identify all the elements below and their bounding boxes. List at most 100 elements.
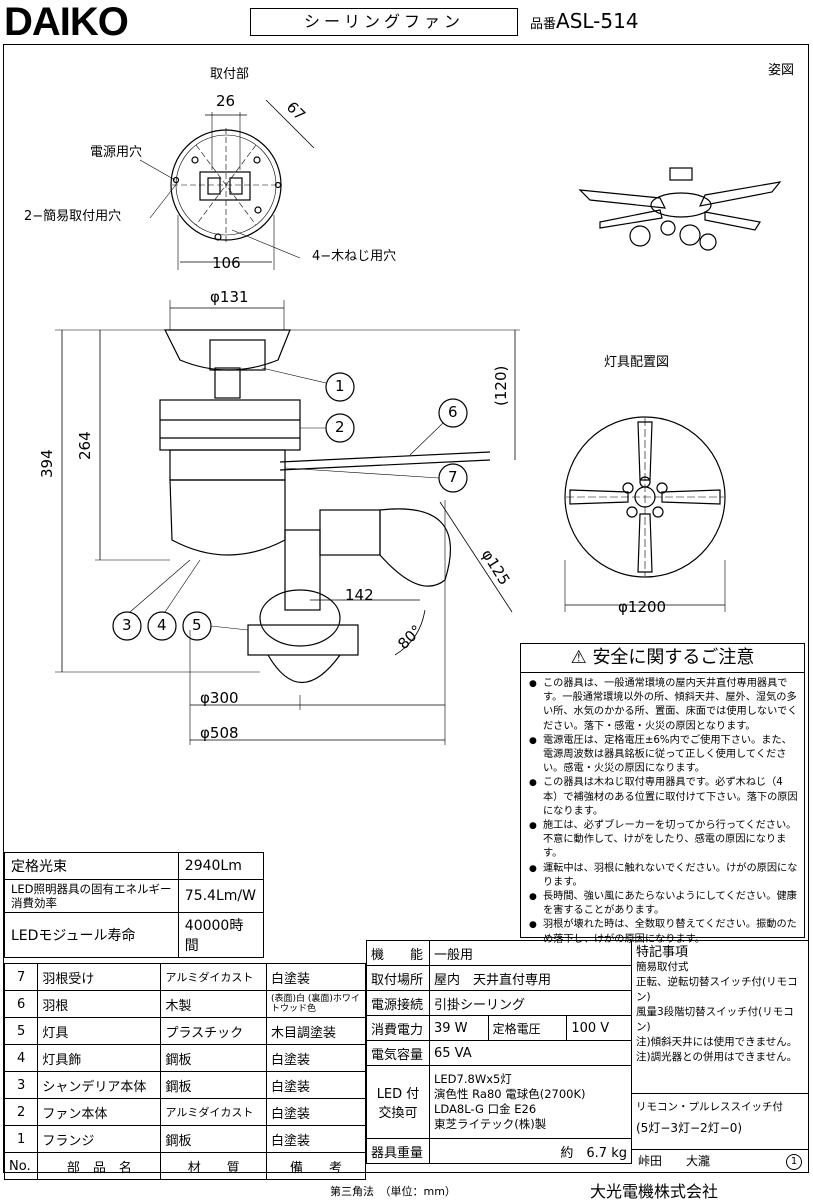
location-label: 取付場所: [366, 965, 430, 991]
dim-106: 106: [212, 254, 241, 272]
product-type: シーリングファン: [250, 8, 518, 36]
note-line: 正転、逆転切替スイッチ付(リモコン): [636, 976, 798, 1003]
model-code: ASL-514: [556, 9, 639, 33]
spec-value: 75.4Lm/W: [177, 879, 265, 913]
safety-item: 長時間、強い風にあたらないようにしてください。健康を害することがあります。: [529, 890, 798, 918]
table-row: 電源接続引掛シーリング: [366, 990, 632, 1016]
led-line: LDA8L-G 口金 E26: [434, 1102, 537, 1116]
signoff-row: 峠田 大瀧 1: [632, 1149, 808, 1174]
top-view: [139, 99, 315, 270]
dim-508: φ508: [200, 724, 239, 742]
header-finish: 備 考: [266, 1152, 366, 1180]
layout-label: 灯具配置図: [604, 355, 670, 370]
part-finish: 白塗装: [266, 1071, 366, 1099]
dim-394: 394: [38, 449, 56, 478]
led-line: 東芝ライテック(株)製: [434, 1117, 547, 1131]
dim-142: 142: [345, 586, 374, 604]
part-name: 羽根: [37, 990, 162, 1018]
side-view: [55, 300, 520, 745]
dim-26: 26: [216, 92, 236, 110]
note-line: 注)傾斜天井には使用できません。: [636, 1036, 798, 1048]
led-spec: LED7.8Wx5灯 演色性 Ra80 電球色(2700K) LDA8L-G 口…: [429, 1065, 632, 1139]
spec-label: LEDモジュール寿命: [4, 912, 179, 958]
weight-number: 6.7 kg: [586, 1145, 627, 1161]
note-line: 注)調光器との併用はできません。: [636, 1051, 798, 1063]
part-name: 羽根受け: [37, 963, 162, 991]
table-row: LED 付 交換可 LED7.8Wx5灯 演色性 Ra80 電球色(2700K)…: [366, 1065, 632, 1139]
header-no: No.: [3, 1152, 39, 1180]
weight-value: 約 6.7 kg: [429, 1138, 632, 1164]
callout-2: 2: [335, 418, 345, 436]
dim-1200: φ1200: [618, 598, 667, 616]
revision-badge: 1: [786, 1154, 802, 1170]
layout-view: [564, 416, 726, 612]
callout-6: 6: [448, 403, 458, 421]
designer: 峠田 大瀧: [638, 1154, 711, 1168]
capacity-label: 電気容量: [366, 1040, 430, 1066]
table-row: 機 能一般用: [366, 940, 632, 966]
remote-mode: (5灯−3灯−2灯−0): [636, 1121, 743, 1135]
wood-screw-holes-label: 4−木ねじ用穴: [312, 249, 397, 264]
part-name: 灯具: [37, 1017, 162, 1045]
header-material: 材 質: [160, 1152, 267, 1180]
spec-value: 2940Lm: [177, 852, 265, 880]
spec-label: LED照明器具の固有エネルギー消費効率: [4, 879, 179, 913]
callout-1: 1: [335, 377, 345, 395]
safety-item: この器具は、一般通常環境の屋内天井直付専用器具です。一般通常環境以外の所、傾斜天…: [529, 677, 798, 734]
note-line: 簡易取付式: [636, 961, 689, 973]
part-name: フランジ: [37, 1125, 162, 1153]
power-label: 消費電力: [366, 1015, 430, 1041]
part-material: 木製: [160, 990, 267, 1018]
function-value: 一般用: [429, 940, 632, 966]
safety-item: 電源電圧は、定格電圧±6%内でご使用下さい。また、電源周波数は器具銘板に従って正…: [529, 734, 798, 777]
part-finish: 木目調塗装: [266, 1017, 366, 1045]
spec-label: 定格光束: [4, 852, 179, 880]
part-finish: 白塗装: [266, 963, 366, 991]
power-value: 39 W: [429, 1015, 489, 1041]
callout-5: 5: [192, 616, 202, 634]
remote-box: リモコン・プルレススイッチ付 (5灯−3灯−2灯−0): [632, 1093, 808, 1142]
part-no: 7: [3, 963, 39, 991]
part-finish: (表面)白 (裏面)ホワイトウッド色: [266, 990, 366, 1018]
part-material: 鋼板: [160, 1125, 267, 1153]
part-finish: 白塗装: [266, 1098, 366, 1126]
part-material: プラスチック: [160, 1017, 267, 1045]
part-no: 6: [3, 990, 39, 1018]
spec-value: 40000時間: [177, 912, 265, 958]
model-number: 品番ASL-514: [530, 8, 639, 38]
part-finish: 白塗装: [266, 1044, 366, 1072]
part-name: ファン本体: [37, 1098, 162, 1126]
safety-title: ⚠ 安全に関するご注意: [521, 644, 804, 673]
safety-list: この器具は、一般通常環境の屋内天井直付専用器具です。一般通常環境以外の所、傾斜天…: [521, 673, 804, 947]
note-line: 風量3段階切替スイッチ付(リモコン): [636, 1006, 794, 1033]
top-view-label: 取付部: [210, 67, 250, 82]
voltage-label: 定格電圧: [487, 1015, 568, 1041]
model-prefix: 品番: [530, 17, 557, 32]
safety-title-text: 安全に関するご注意: [592, 647, 755, 668]
safety-item: 施工は、必ずブレーカーを切ってから行ってください。不意に動作して、けがをしたり、…: [529, 819, 798, 862]
dim-300: φ300: [200, 689, 239, 707]
safety-notice: ⚠ 安全に関するご注意 この器具は、一般通常環境の屋内天井直付専用器具です。一般…: [520, 643, 805, 945]
led-line: 演色性 Ra80 電球色(2700K): [434, 1087, 586, 1101]
part-no: 3: [3, 1071, 39, 1099]
capacity-value: 65 VA: [429, 1040, 632, 1066]
weight-label: 器具重量: [366, 1138, 430, 1164]
remote-label: リモコン・プルレススイッチ付: [636, 1101, 783, 1113]
part-no: 2: [3, 1098, 39, 1126]
projection-note: 第三角法 （単位：mm）: [330, 1185, 456, 1198]
part-no: 4: [3, 1044, 39, 1072]
dim-131: φ131: [210, 288, 249, 306]
part-no: 1: [3, 1125, 39, 1153]
